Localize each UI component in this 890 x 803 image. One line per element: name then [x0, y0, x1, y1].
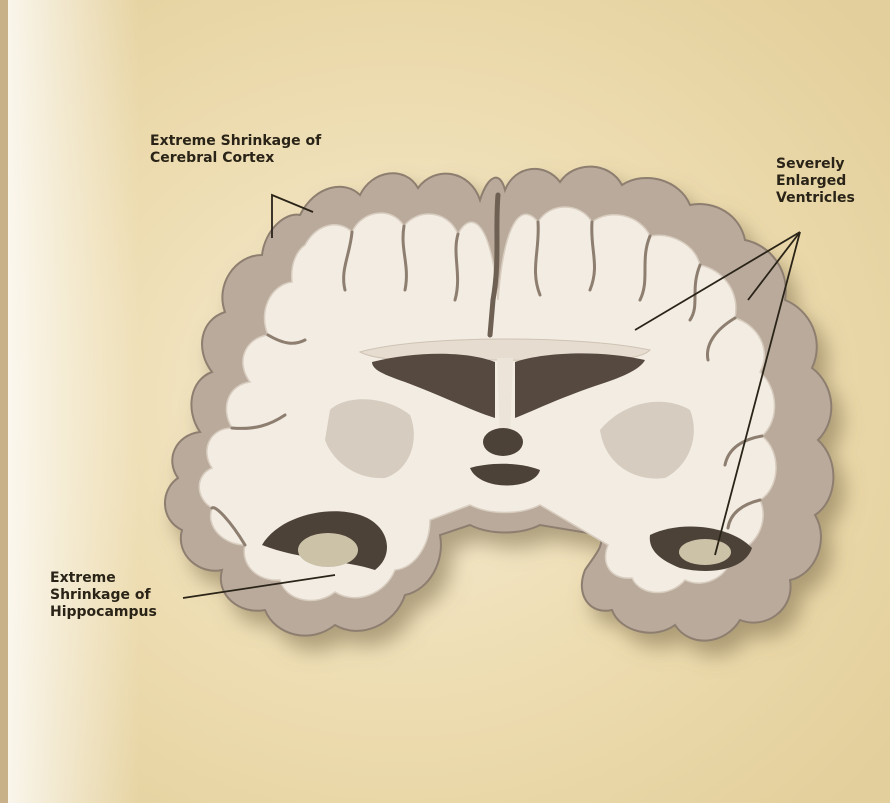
hippocampus-label: Extreme Shrinkage of Hippocampus: [50, 570, 157, 621]
right-hippocampus: [679, 539, 731, 565]
third-ventricle: [483, 428, 523, 456]
ventricles-label: Severely Enlarged Ventricles: [776, 156, 855, 207]
cortex-label: Extreme Shrinkage of Cerebral Cortex: [150, 133, 321, 167]
left-hippocampus: [298, 533, 358, 567]
left-highlight: [0, 0, 140, 803]
left-border: [0, 0, 8, 803]
